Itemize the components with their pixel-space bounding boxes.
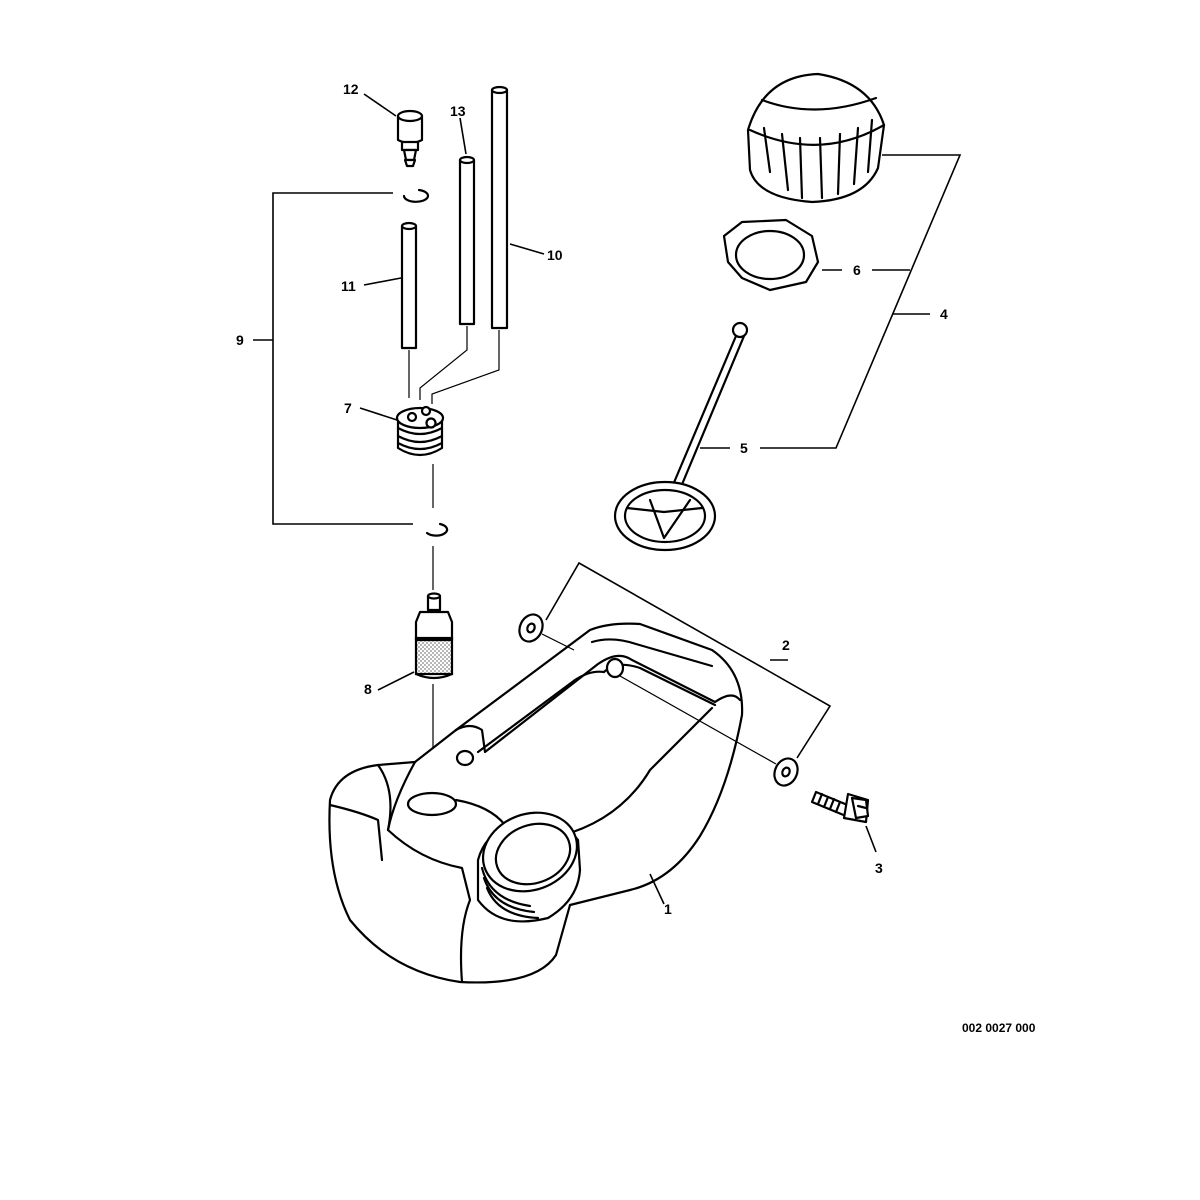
part-11-short-tube xyxy=(400,221,418,350)
callout-12-leader xyxy=(363,93,397,117)
callout-4: 4 xyxy=(940,306,948,322)
part-9-bracket xyxy=(272,192,413,525)
part-2-washers xyxy=(518,613,799,787)
callout-11: 11 xyxy=(341,278,356,294)
tube-routing-lines xyxy=(408,326,500,404)
drawing-number: 002 0027 000 xyxy=(962,1021,1036,1035)
screw-axis-line xyxy=(619,675,777,765)
callout-7: 7 xyxy=(344,400,352,416)
part-3-screw xyxy=(810,790,870,824)
part-6-gasket xyxy=(722,218,820,292)
washer-to-tank-line xyxy=(541,633,575,651)
part-12-fitting xyxy=(396,109,424,168)
part-13-medium-tube xyxy=(458,155,476,326)
part-9-lower-clip xyxy=(425,522,449,537)
callout-12: 12 xyxy=(343,81,359,97)
callout-1-leader xyxy=(649,873,665,905)
callout-2: 2 xyxy=(782,637,790,653)
callout-8: 8 xyxy=(364,681,372,697)
callout-6: 6 xyxy=(853,262,861,278)
callout-3: 3 xyxy=(875,860,883,876)
part-4-cap xyxy=(746,72,886,204)
callout-10: 10 xyxy=(547,247,563,263)
callout-10-leader xyxy=(509,243,545,255)
callout-7-leader xyxy=(359,407,398,421)
callout-5: 5 xyxy=(740,440,748,456)
callout-8-leader xyxy=(377,671,415,691)
callout-11-leader xyxy=(363,277,402,286)
part-9-upper-clip xyxy=(402,188,430,203)
callout-13: 13 xyxy=(450,103,466,119)
part-1-fuel-tank xyxy=(328,622,744,984)
callout-1: 1 xyxy=(664,901,672,917)
callout-3-leader xyxy=(865,825,877,853)
callout-9: 9 xyxy=(236,332,244,348)
part-5-strainer xyxy=(613,321,749,552)
part-4-bracket xyxy=(760,154,962,449)
callout-13-leader xyxy=(459,117,467,155)
part-8-fuel-filter xyxy=(414,592,454,680)
part-2-bracket xyxy=(545,561,832,759)
part-7-grommet xyxy=(395,405,445,457)
part-10-long-tube xyxy=(490,85,509,330)
